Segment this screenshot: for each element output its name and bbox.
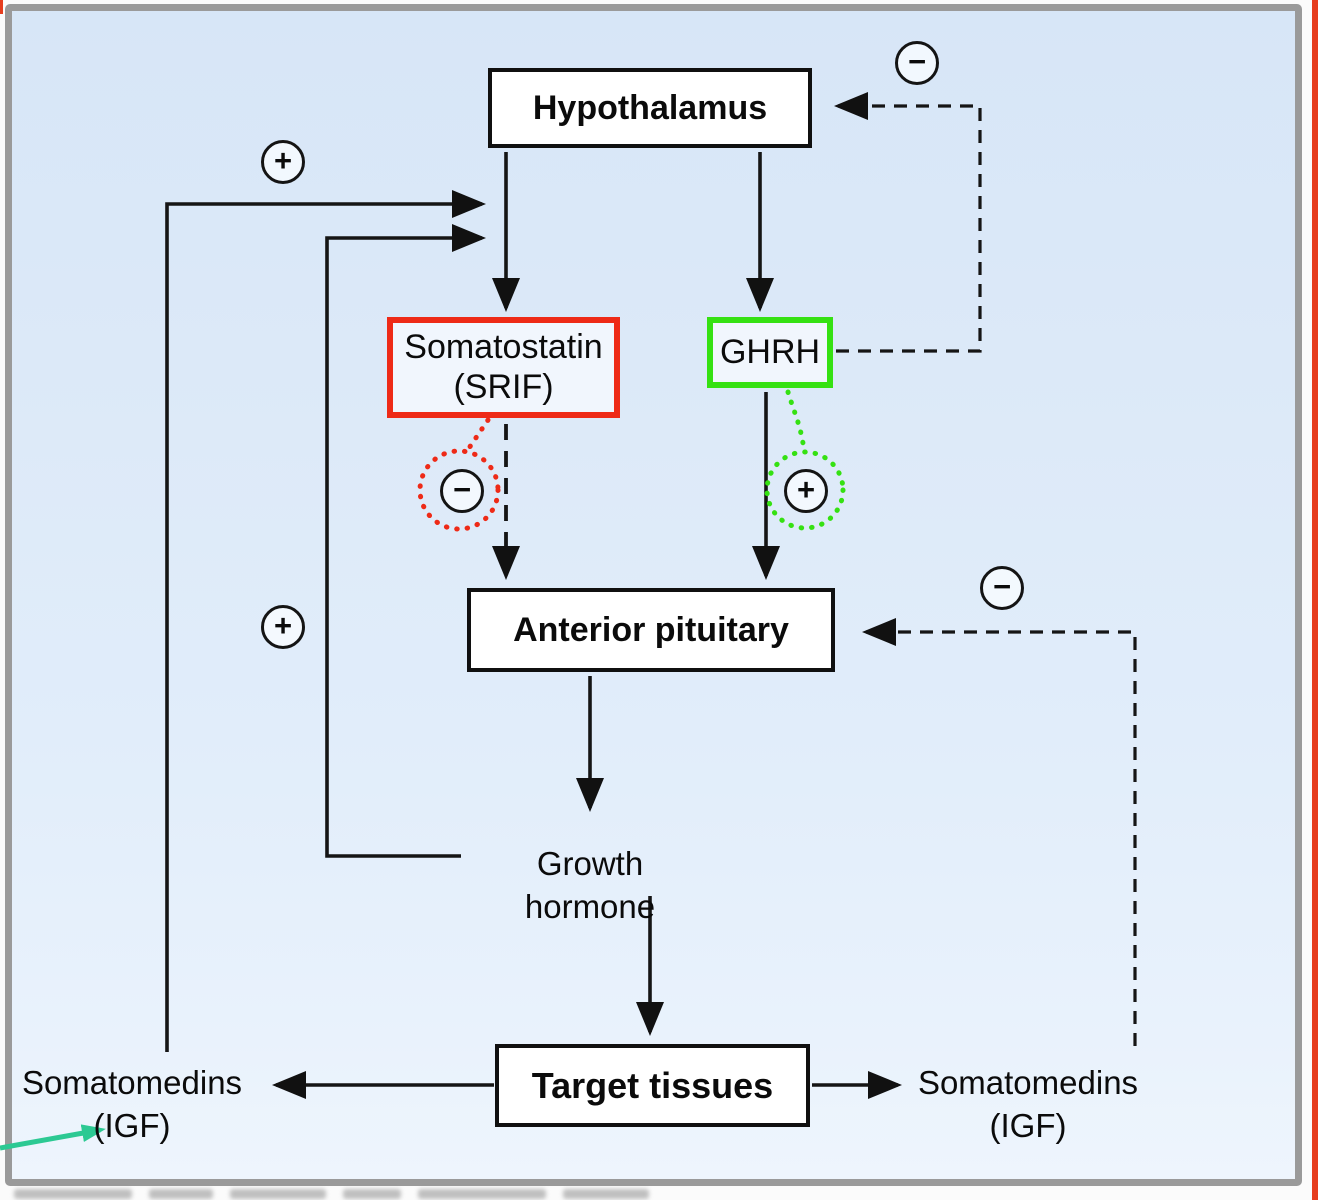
plus-sign-mid-left-feedback: +: [261, 605, 305, 649]
caption-smudge: [230, 1189, 326, 1199]
hypothalamus-box: Hypothalamus: [488, 68, 812, 148]
inhibition-dotted-circle: [417, 448, 501, 532]
dashed-feedback-somatomedins-to-pituitary: [862, 618, 1137, 1046]
somatomedins-left-line2: (IGF): [93, 1106, 171, 1144]
plus-sign-upper-left-feedback: +: [261, 140, 305, 184]
inhibition-dotted-connector: [464, 417, 491, 454]
growth-hormone-label: Growth hormone: [524, 845, 656, 925]
somatomedins-right-line1: Somatomedins: [917, 1064, 1139, 1101]
feedback-growth-hormone-to-somatostatin: [325, 224, 486, 858]
plus-sign-ghrh-stimulates: +: [784, 469, 828, 513]
ghrh-label: GHRH: [719, 332, 821, 371]
target-tissues-box: Target tissues: [495, 1044, 810, 1127]
somatomedins-right-line2: (IGF): [989, 1106, 1067, 1144]
somatostatin-line1: Somatostatin: [404, 327, 603, 366]
minus-glyph: −: [452, 472, 472, 507]
feedback-somatomedins-to-somatostatin: [165, 190, 486, 1052]
somatomedins-left-line1: Somatomedins: [21, 1064, 243, 1101]
minus-glyph: −: [907, 44, 927, 79]
minus-sign-pituitary-feedback: −: [980, 566, 1024, 610]
dotted-annotations: [417, 389, 846, 532]
somatomedins-left-label: Somatomedins (IGF): [12, 1062, 252, 1148]
plus-glyph: +: [273, 143, 293, 178]
ghrh-box: GHRH: [707, 317, 833, 388]
minus-glyph: −: [992, 569, 1012, 604]
caption-smudge: [343, 1189, 401, 1199]
target-tissues-label: Target tissues: [531, 1064, 774, 1106]
somatomedins-right-label: Somatomedins (IGF): [908, 1062, 1148, 1148]
anterior-pituitary-label: Anterior pituitary: [513, 610, 789, 649]
hypothalamus-label: Hypothalamus: [532, 88, 768, 127]
dashed-feedback-ghrh-to-hypothalamus: [834, 92, 982, 353]
cropped-caption-text: [14, 1189, 774, 1200]
caption-smudge: [14, 1189, 132, 1199]
somatostatin-label: Somatostatin (SRIF): [404, 328, 602, 408]
igf-pointer-arrow: [0, 1124, 106, 1151]
caption-smudge: [418, 1189, 546, 1199]
caption-smudge: [149, 1189, 213, 1199]
plus-glyph: +: [796, 472, 816, 507]
red-corner-mark: [0, 0, 3, 14]
anterior-pituitary-box: Anterior pituitary: [467, 588, 835, 672]
minus-sign-somatostatin-inhibits: −: [440, 469, 484, 513]
red-edge-stripe: [1312, 0, 1318, 1200]
solid-arrows: [165, 152, 902, 1099]
stimulation-dotted-circle: [764, 449, 846, 531]
dashed-arrows: [492, 92, 1137, 1046]
plus-glyph: +: [273, 608, 293, 643]
somatostatin-line2: (SRIF): [453, 367, 554, 406]
minus-sign-hypothalamus-feedback: −: [895, 41, 939, 85]
stimulation-dotted-connector: [785, 389, 807, 453]
caption-smudge: [563, 1189, 649, 1199]
somatostatin-box: Somatostatin (SRIF): [387, 317, 620, 418]
